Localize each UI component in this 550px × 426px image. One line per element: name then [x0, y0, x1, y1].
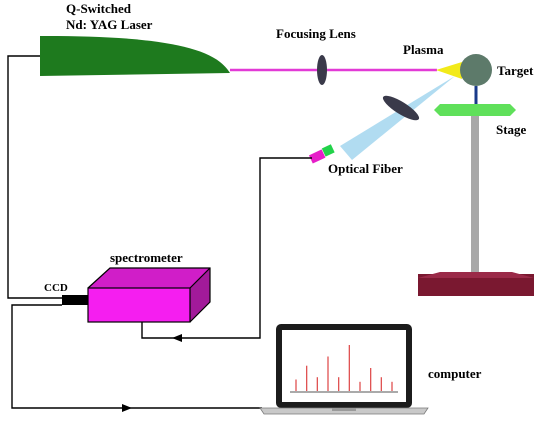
stage-label: Stage	[496, 122, 527, 137]
optical-fiber-magenta	[308, 149, 326, 164]
stage-base-top	[418, 272, 534, 278]
ccd-detector	[62, 295, 88, 305]
fiber-cable-arrow	[172, 334, 182, 342]
stage-base	[418, 274, 534, 296]
stage-pole	[471, 116, 479, 273]
spectrometer-edge-top	[189, 267, 211, 289]
target-label: Target	[497, 63, 534, 78]
laser-body	[40, 36, 230, 76]
computer-label: computer	[428, 366, 482, 381]
laser-label-line2: Nd: YAG Laser	[66, 17, 153, 32]
plasma-label: Plasma	[403, 42, 444, 57]
ccd-label: CCD	[44, 282, 68, 294]
optical-fiber-label: Optical Fiber	[328, 161, 403, 176]
spectrum-peaks	[295, 345, 393, 391]
collection-lens	[382, 95, 420, 121]
spectrometer-top	[88, 268, 210, 288]
stage-top	[434, 104, 516, 116]
spectrometer-side	[190, 268, 210, 322]
ccd-computer-arrow	[122, 404, 132, 412]
spectrometer-label: spectrometer	[110, 250, 183, 265]
plasma-plume	[436, 62, 462, 79]
ccd-computer-wire	[11, 304, 262, 409]
target-sample	[460, 54, 492, 86]
collection-cone	[340, 76, 455, 160]
laptop-spectrum	[290, 345, 398, 393]
focusing-lens	[317, 55, 327, 85]
spectrometer-front	[87, 287, 191, 323]
laser-trigger-wire	[7, 55, 62, 299]
focusing-lens-label: Focusing Lens	[276, 26, 356, 41]
laptop-screen	[282, 330, 406, 402]
laser-label-line1: Q-Switched	[66, 1, 132, 16]
optical-fiber-tip	[321, 144, 335, 157]
laptop-notch	[332, 408, 356, 411]
fiber-cable	[141, 157, 312, 339]
